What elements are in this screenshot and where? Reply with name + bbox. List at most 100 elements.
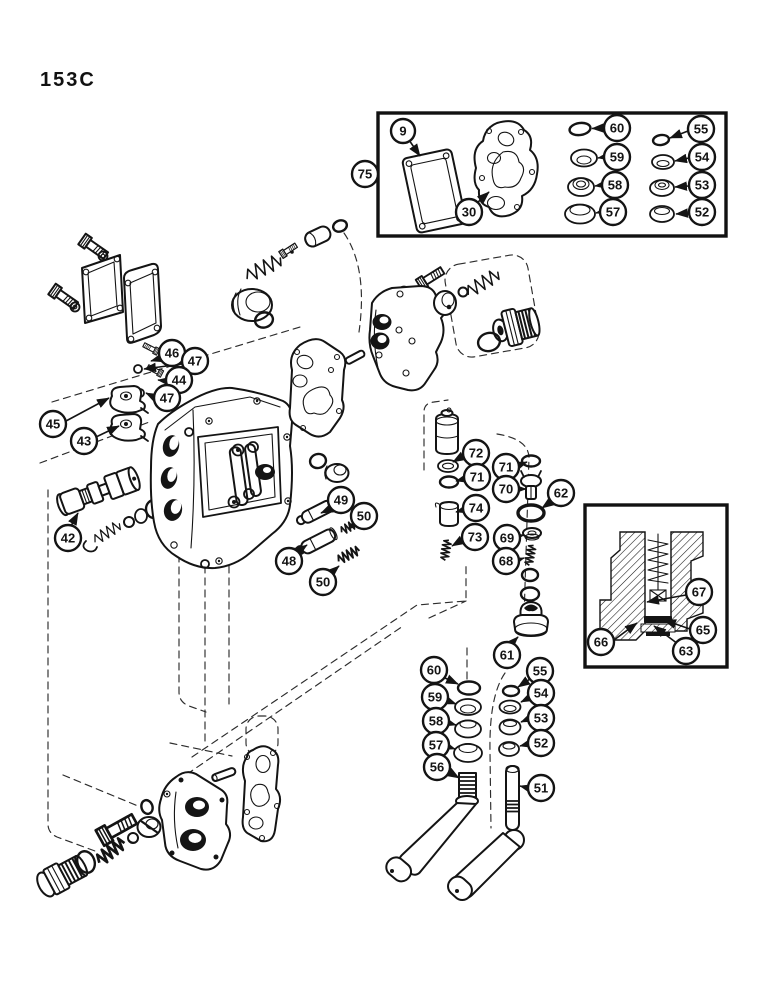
callout-52: 52 <box>687 197 717 227</box>
part-seal-cup <box>498 718 522 736</box>
svg-text:42: 42 <box>61 531 75 546</box>
part-valve-spool <box>56 466 141 517</box>
leader-lines <box>65 123 691 794</box>
callout-42: 42 <box>53 523 83 553</box>
part-washer <box>134 508 148 524</box>
part-o-ring <box>253 311 275 329</box>
part-fitting <box>492 307 541 348</box>
callout-58: 58 <box>421 706 451 736</box>
svg-text:46: 46 <box>165 346 179 361</box>
callout-49: 49 <box>326 485 356 515</box>
part-o-ring <box>520 454 542 468</box>
svg-text:58: 58 <box>608 178 622 193</box>
part-back-up-washer <box>570 148 598 168</box>
svg-text:43: 43 <box>77 434 91 449</box>
part-cover-bolt <box>47 282 81 313</box>
callout-9: 9 <box>389 117 417 145</box>
part-seat <box>522 527 542 541</box>
part-cover-gasket <box>123 262 162 344</box>
page-number: 153C <box>40 69 96 91</box>
svg-text:60: 60 <box>610 121 624 136</box>
callout-50: 50 <box>308 567 338 597</box>
callout-75: 75 <box>350 159 380 189</box>
svg-text:51: 51 <box>534 781 548 796</box>
svg-text:48: 48 <box>282 554 296 569</box>
kit-box <box>376 111 728 238</box>
part-o-ring <box>501 684 521 698</box>
part-seal-cup <box>498 741 520 757</box>
part-spring <box>334 544 362 566</box>
svg-text:70: 70 <box>499 482 513 497</box>
part-gasket <box>401 148 467 234</box>
part-body-gasket <box>288 338 347 438</box>
callout-60: 60 <box>419 655 449 685</box>
part-washer <box>437 459 459 473</box>
part-end-cover <box>368 285 450 392</box>
svg-text:65: 65 <box>696 623 710 638</box>
svg-text:73: 73 <box>468 530 482 545</box>
part-back-up-washer <box>498 699 522 715</box>
part-o-ring <box>516 503 546 523</box>
part-slotted-plug <box>136 816 162 838</box>
part-o-ring <box>519 586 541 602</box>
part-pin-sleeve <box>304 225 332 248</box>
svg-text:69: 69 <box>500 531 514 546</box>
part-back-up-washer <box>651 154 675 170</box>
svg-text:45: 45 <box>46 417 60 432</box>
svg-text:47: 47 <box>188 354 202 369</box>
svg-text:9: 9 <box>399 124 406 139</box>
part-poppet-valve <box>520 470 542 500</box>
part-screw <box>145 363 165 378</box>
callout-72: 72 <box>461 438 491 468</box>
part-o-ring <box>651 133 671 147</box>
svg-text:67: 67 <box>692 585 706 600</box>
callout-58: 58 <box>600 170 630 200</box>
svg-text:44: 44 <box>172 373 187 388</box>
part-cover-plate <box>81 254 124 324</box>
callout-74: 74 <box>461 493 491 523</box>
part-washer <box>133 364 143 374</box>
part-screw <box>141 341 161 356</box>
svg-text:57: 57 <box>429 738 443 753</box>
part-seal-cup <box>564 203 596 225</box>
part-pin <box>211 767 237 782</box>
part-seal <box>567 177 595 197</box>
part-end-cover <box>158 771 232 871</box>
part-ball <box>123 516 135 528</box>
svg-text:55: 55 <box>533 664 547 679</box>
callout-71: 71 <box>462 462 492 492</box>
svg-text:71: 71 <box>470 470 484 485</box>
svg-text:59: 59 <box>610 150 624 165</box>
part-ball <box>127 832 139 844</box>
part-screw <box>278 241 299 259</box>
callout-66: 66 <box>586 627 616 657</box>
part-seal-cup <box>454 719 482 739</box>
svg-text:52: 52 <box>534 736 548 751</box>
svg-text:53: 53 <box>695 178 709 193</box>
part-sleeve <box>434 501 459 527</box>
svg-text:74: 74 <box>469 501 484 516</box>
part-poppet <box>433 290 457 316</box>
svg-text:54: 54 <box>695 150 710 165</box>
part-o-ring <box>568 121 592 137</box>
svg-text:50: 50 <box>357 509 371 524</box>
svg-text:47: 47 <box>160 391 174 406</box>
callout-59: 59 <box>602 142 632 172</box>
part-ball <box>457 286 469 298</box>
callout-57: 57 <box>598 197 628 227</box>
svg-text:30: 30 <box>462 205 476 220</box>
svg-text:49: 49 <box>334 493 348 508</box>
callout-43: 43 <box>69 426 99 456</box>
svg-text:55: 55 <box>694 122 708 137</box>
part-cover-bolt <box>77 232 111 262</box>
callout-68: 68 <box>491 546 521 576</box>
callout-62: 62 <box>546 478 576 508</box>
svg-text:61: 61 <box>500 648 514 663</box>
part-spring <box>90 519 124 546</box>
callout-47: 47 <box>180 346 210 376</box>
svg-text:53: 53 <box>534 711 548 726</box>
callout-30: 30 <box>454 197 484 227</box>
part-o-ring <box>331 219 349 233</box>
callout-70: 70 <box>491 474 521 504</box>
part-o-ring <box>456 680 482 696</box>
